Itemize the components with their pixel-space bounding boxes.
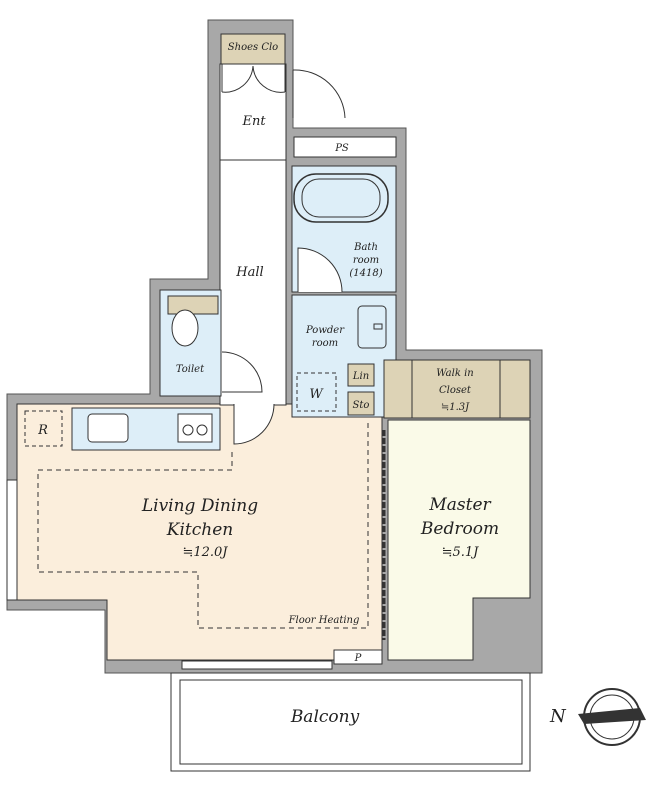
balcony-inner xyxy=(179,679,523,765)
washer-space xyxy=(296,372,337,412)
ldk-area: ≒12.0J xyxy=(182,545,228,560)
walk-in-closet xyxy=(383,359,531,419)
toilet-icon xyxy=(171,309,199,347)
storage-closet xyxy=(347,391,375,416)
faucet-icon xyxy=(373,323,383,330)
powder-label-1: Powder xyxy=(305,325,345,336)
floor-heating-label: Floor Heating xyxy=(288,615,360,626)
bath-label-1: Bath xyxy=(353,242,378,253)
toilet-label: Toilet xyxy=(176,364,205,375)
bathtub-icon xyxy=(293,173,389,223)
walkin-label-1: Walk in xyxy=(436,368,473,379)
refrigerator-label: R xyxy=(37,423,48,438)
pipe-label: P xyxy=(354,653,362,664)
entry-door[interactable] xyxy=(292,69,346,119)
balcony xyxy=(170,672,531,772)
master-label-2: Bedroom xyxy=(420,519,499,539)
kitchen-sink-icon xyxy=(87,413,129,443)
walkin-label-2: Closet xyxy=(439,385,472,396)
bathtub-inner xyxy=(301,178,381,218)
walkin-label-3: ≒1.3J xyxy=(441,402,470,413)
master-area: ≒5.1J xyxy=(442,545,480,560)
storage-label: Sto xyxy=(353,400,370,411)
shoes-closet-label: Shoes Clo xyxy=(228,42,278,53)
burner-icon xyxy=(196,424,208,436)
pipe-space xyxy=(293,136,397,158)
sink-icon xyxy=(357,305,387,349)
balcony-label: Balcony xyxy=(290,707,360,727)
living-dining-kitchen xyxy=(16,403,383,661)
entrance xyxy=(219,63,287,161)
pipe-box xyxy=(333,649,383,665)
burner-icon xyxy=(182,424,194,436)
linen-label: Lin xyxy=(352,371,369,382)
linen-closet xyxy=(347,363,375,387)
toilet-door[interactable] xyxy=(221,351,263,393)
bath-label-2: room xyxy=(353,255,379,266)
powder-label-2: room xyxy=(312,338,338,349)
powder-room xyxy=(291,294,397,418)
refrigerator-space xyxy=(24,410,63,447)
ldk-door[interactable] xyxy=(233,403,275,445)
window-bottom xyxy=(181,660,333,670)
bath-label-3: (1418) xyxy=(349,268,382,279)
hall-label: Hall xyxy=(235,265,263,280)
hall xyxy=(219,159,287,406)
bath-door[interactable] xyxy=(297,247,343,293)
north-compass-icon: N xyxy=(549,688,646,746)
toilet-tank xyxy=(167,295,219,315)
ps-label: PS xyxy=(334,143,349,154)
entrance-label: Ent xyxy=(241,114,266,129)
shoes-closet xyxy=(220,33,286,65)
bathroom xyxy=(291,165,397,293)
ldk-label-1: Living Dining xyxy=(141,496,258,516)
compass-n-label: N xyxy=(549,706,567,727)
washer-label: W xyxy=(309,387,324,402)
window-left xyxy=(6,479,18,601)
ldk-label-2: Kitchen xyxy=(166,520,233,540)
master-bedroom xyxy=(387,419,531,661)
closet-doors xyxy=(221,64,286,93)
master-label-1: Master xyxy=(428,495,491,515)
